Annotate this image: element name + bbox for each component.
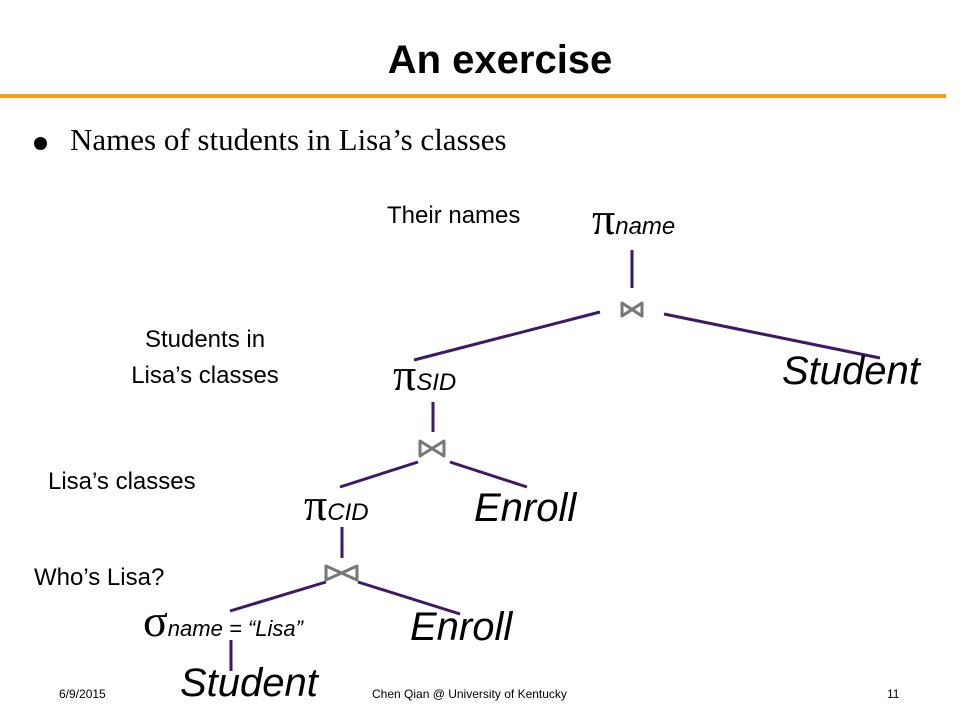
sigma-symbol: σ xyxy=(143,595,168,646)
projection-name-subscript: name xyxy=(615,213,676,240)
relation-enroll-bottom: Enroll xyxy=(410,605,513,649)
footer-page-number: 11 xyxy=(887,687,900,701)
relation-student-bottom: Student xyxy=(180,661,318,705)
edge-join-top-to-pi-sid xyxy=(413,310,601,362)
annotation-lisas-classes: Lisa’s classes xyxy=(48,468,196,495)
edge-join-top-to-student xyxy=(663,312,881,360)
footer-date: 6/9/2015 xyxy=(59,687,106,701)
bullet-icon xyxy=(34,137,47,150)
annotation-students-in-line1: Students in xyxy=(144,326,266,353)
relation-enroll-middle: Enroll xyxy=(474,486,577,530)
edge-join-bottom-to-enroll xyxy=(357,580,461,616)
slide-title: An exercise xyxy=(387,38,613,82)
projection-cid: πCID xyxy=(304,482,369,536)
projection-sid: πSID xyxy=(393,352,456,406)
selection-name-lisa: σname = “Lisa” xyxy=(143,598,303,652)
bowtie-icon xyxy=(620,301,644,318)
pi-symbol: π xyxy=(304,479,328,530)
projection-sid-subscript: SID xyxy=(416,369,457,396)
edge-join-mid-to-enroll xyxy=(449,460,528,489)
relation-student-top: Student xyxy=(782,349,920,393)
projection-cid-subscript: CID xyxy=(327,499,369,526)
selection-subscript: name = “Lisa” xyxy=(167,616,303,641)
footer-author: Chen Qian @ University of Kentucky xyxy=(372,687,567,701)
annotation-students-in-line2: Lisa’s classes xyxy=(131,362,279,389)
bullet-text: Names of students in Lisa’s classes xyxy=(70,122,507,157)
annotation-their-names: Their names xyxy=(387,202,521,229)
pi-symbol: π xyxy=(592,193,616,244)
annotation-whos-lisa: Who’s Lisa? xyxy=(34,564,165,591)
edge-join-mid-to-pi-cid xyxy=(339,460,419,489)
bowtie-icon xyxy=(418,439,446,458)
edge-join-bottom-to-sigma xyxy=(229,580,327,613)
pi-symbol: π xyxy=(393,349,417,400)
title-underline xyxy=(0,94,946,98)
bowtie-icon xyxy=(324,564,359,582)
projection-name: πname xyxy=(592,196,675,250)
